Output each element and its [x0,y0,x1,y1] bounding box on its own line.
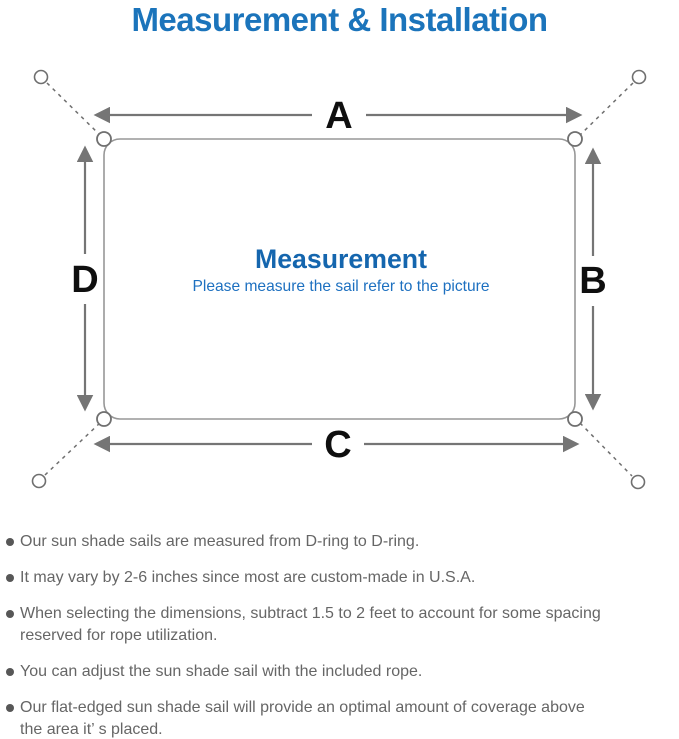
d-ring-icon [96,131,112,147]
measurement-notes-list: Our sun shade sails are measured from D-… [6,531,677,739]
d-ring-icon [96,411,112,427]
sail-measurement-diagram: A C D B Measurement Please measure the s… [31,69,647,490]
note-text: When selecting the dimensions, subtract … [20,605,601,644]
bullet-icon [6,704,14,712]
note-text: Our flat-edged sun shade sail will provi… [20,699,585,738]
list-item: Our flat-edged sun shade sail will provi… [6,697,677,739]
list-item: You can adjust the sun shade sail with t… [6,661,677,683]
guy-line-top-left [46,82,104,139]
guy-line-top-right [576,82,634,139]
bullet-icon [6,574,14,582]
guy-line-bottom-left [44,421,102,476]
d-ring-icon [567,131,583,147]
anchor-point-icon [31,473,47,489]
anchor-point-icon [631,69,647,85]
note-text: You can adjust the sun shade sail with t… [20,663,423,680]
bullet-icon [6,668,14,676]
dimension-label-a: A [325,95,352,137]
bullet-icon [6,538,14,546]
anchor-point-icon [33,69,49,85]
diagram-heading: Measurement [255,244,427,274]
list-item: It may vary by 2-6 inches since most are… [6,567,677,589]
diagram-subtitle: Please measure the sail refer to the pic… [193,278,490,295]
dimension-label-d: D [71,259,98,301]
d-ring-icon [567,411,583,427]
dimension-label-c: C [324,424,351,466]
note-text: It may vary by 2-6 inches since most are… [20,569,476,586]
dimension-label-b: B [579,260,606,302]
shade-sail-outline [103,138,576,420]
guy-line-bottom-right [579,422,633,477]
page-title: Measurement & Installation [131,1,548,38]
bullet-icon [6,610,14,618]
note-text: Our sun shade sails are measured from D-… [20,533,420,550]
list-item: Our sun shade sails are measured from D-… [6,531,677,553]
anchor-point-icon [630,474,646,490]
list-item: When selecting the dimensions, subtract … [6,603,677,647]
